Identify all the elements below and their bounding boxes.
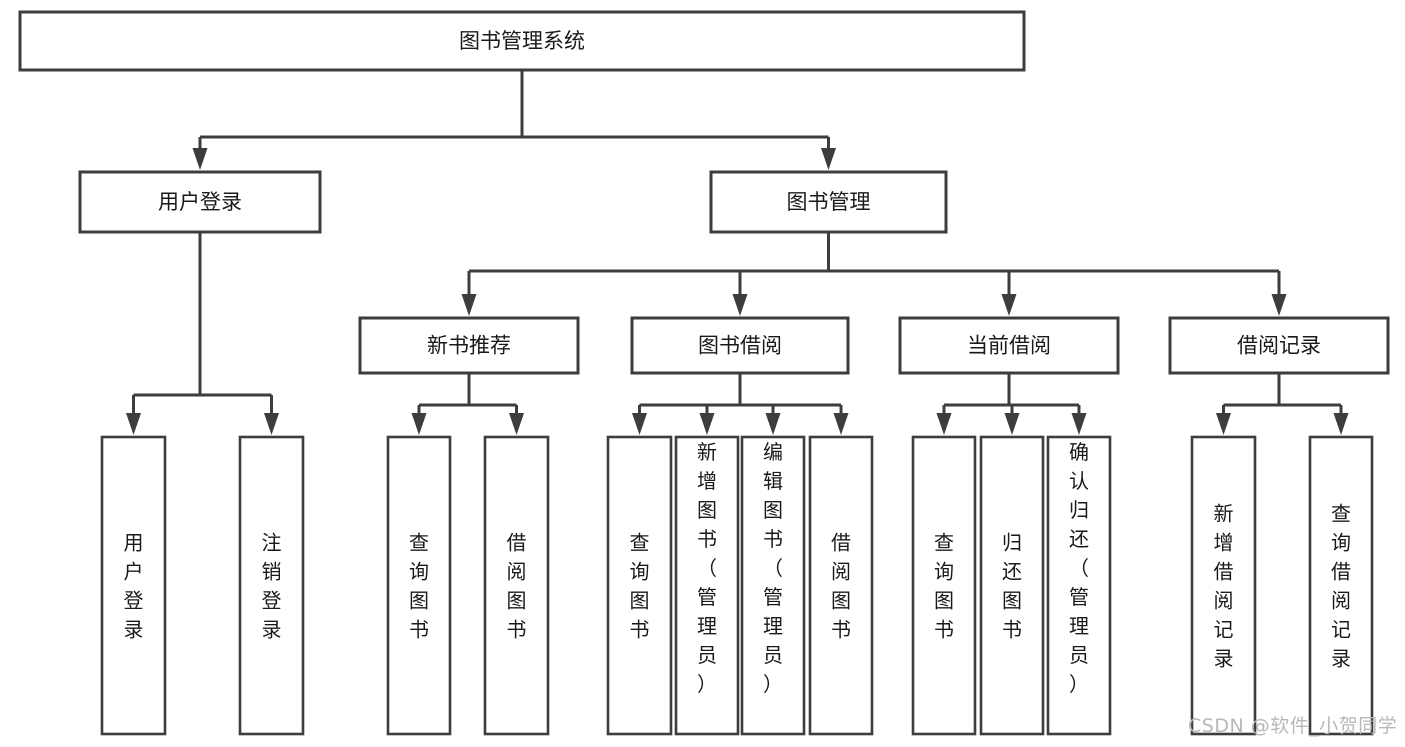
node-l_bo_edit[interactable]: 编辑图书（管理员） [740,435,806,736]
node-l_user_login[interactable]: 用户登录 [100,435,167,736]
connector-arrowhead-icon [264,413,279,435]
node-l_bo_query[interactable]: 查询图书 [606,435,673,736]
node-label: 新增借阅记录 [1214,502,1234,671]
node-label: 当前借阅 [967,334,1051,358]
node-label: 图书管理系统 [459,29,585,53]
node-layer: 图书管理系统用户登录图书管理新书推荐图书借阅当前借阅借阅记录用户登录注销登录查询… [18,10,1390,736]
node-l_nr_borrow[interactable]: 借阅图书 [483,435,550,736]
node-label: 图书管理 [787,190,871,214]
node-label: 查询图书 [409,531,429,642]
node-n_new_rec[interactable]: 新书推荐 [358,316,580,375]
node-box[interactable] [358,316,580,375]
connector-layer [126,70,1349,435]
node-l_user_logout[interactable]: 注销登录 [238,435,305,736]
connector-arrowhead-icon [126,413,141,435]
node-box[interactable] [1190,435,1257,736]
node-box[interactable] [238,435,305,736]
connector-arrowhead-icon [509,413,524,435]
node-label: 确认归还（管理员） [1069,440,1089,696]
node-l_cu_query[interactable]: 查询图书 [911,435,977,736]
node-label: 借阅图书 [831,531,851,642]
node-box[interactable] [18,10,1026,72]
connector-arrowhead-icon [821,148,836,170]
connector-arrowhead-icon [699,413,715,435]
node-label: 借阅图书 [507,531,527,642]
connector-arrowhead-icon [1216,413,1231,435]
node-n_current[interactable]: 当前借阅 [898,316,1120,375]
connector-arrowhead-icon [461,294,477,316]
node-l_cu_confirm[interactable]: 确认归还（管理员） [1046,435,1112,736]
node-n_records[interactable]: 借阅记录 [1168,316,1390,375]
connector-arrowhead-icon [1004,413,1020,435]
node-label: 新书推荐 [427,334,511,358]
node-n_user_login[interactable]: 用户登录 [78,170,322,234]
node-l_re_query[interactable]: 查询借阅记录 [1308,435,1374,736]
node-box[interactable] [674,435,740,736]
connector-arrowhead-icon [1001,294,1017,316]
node-box[interactable] [78,170,322,234]
node-label: 借阅记录 [1237,334,1321,358]
node-box[interactable] [979,435,1045,736]
node-l_bo_lend[interactable]: 借阅图书 [808,435,874,736]
node-box[interactable] [630,316,850,375]
connector-arrowhead-icon [192,148,208,170]
connector-arrowhead-icon [411,413,427,435]
node-n_book_mgmt[interactable]: 图书管理 [709,170,948,234]
connector-arrowhead-icon [732,294,748,316]
connector-arrowhead-icon [1271,294,1287,316]
node-label: 用户登录 [158,190,242,214]
node-label: 图书借阅 [698,334,782,358]
watermark-label: CSDN @软件_小贺同学 [1188,715,1398,737]
node-l_bo_add[interactable]: 新增图书（管理员） [674,435,740,736]
node-box[interactable] [898,316,1120,375]
node-box[interactable] [1308,435,1374,736]
node-label: 查询借阅记录 [1331,502,1351,671]
node-box[interactable] [709,170,948,234]
node-box[interactable] [1168,316,1390,375]
node-box[interactable] [100,435,167,736]
connector-arrowhead-icon [765,413,781,435]
node-l_cu_return[interactable]: 归还图书 [979,435,1045,736]
node-label: 新增图书（管理员） [697,440,717,696]
node-box[interactable] [386,435,452,736]
node-label: 查询图书 [934,531,954,642]
node-box[interactable] [1046,435,1112,736]
node-box[interactable] [740,435,806,736]
connector-arrowhead-icon [1333,413,1349,435]
node-label: 编辑图书（管理员） [763,440,783,696]
node-l_nr_query[interactable]: 查询图书 [386,435,452,736]
node-label: 查询图书 [630,531,650,642]
connector-arrowhead-icon [936,413,952,435]
node-root[interactable]: 图书管理系统 [18,10,1026,72]
node-l_re_add[interactable]: 新增借阅记录 [1190,435,1257,736]
node-n_borrow[interactable]: 图书借阅 [630,316,850,375]
node-label: 注销登录 [262,531,282,642]
connector-arrowhead-icon [1071,413,1087,435]
node-label: 归还图书 [1002,531,1022,642]
node-box[interactable] [483,435,550,736]
node-box[interactable] [808,435,874,736]
connector-arrowhead-icon [632,413,647,435]
node-box[interactable] [606,435,673,736]
node-label: 用户登录 [124,531,144,642]
node-box[interactable] [911,435,977,736]
connector-arrowhead-icon [833,413,849,435]
